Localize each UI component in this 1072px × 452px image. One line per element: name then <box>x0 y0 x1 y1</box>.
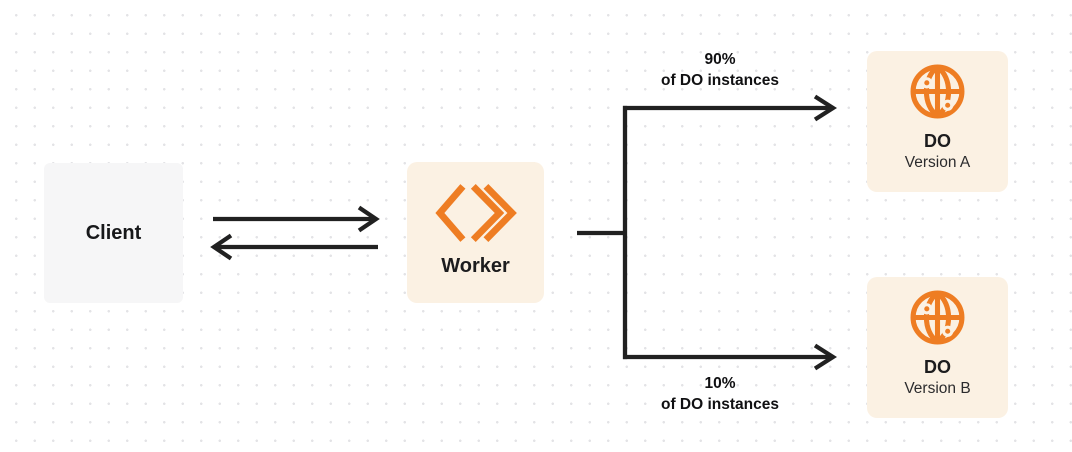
split-bottom-caption: of DO instances <box>661 396 779 413</box>
split-top-percent: 90% <box>704 51 736 68</box>
do-version-a-title: DO <box>924 131 951 151</box>
client-node: Client <box>44 163 183 303</box>
do-version-a-node: DO Version A <box>867 51 1008 192</box>
do-version-b-subtitle: Version B <box>904 380 971 397</box>
worker-label: Worker <box>441 255 510 277</box>
arrow-client-to-worker <box>213 205 380 233</box>
split-top-label: 90% of DO instances <box>615 49 825 91</box>
split-connector <box>577 105 628 360</box>
globe-icon <box>909 289 966 346</box>
do-version-a-subtitle: Version A <box>904 154 971 171</box>
split-bottom-label: 10% of DO instances <box>615 373 825 415</box>
arrow-to-do-version-a <box>623 94 837 122</box>
arrow-to-do-version-b <box>623 343 837 371</box>
workers-icon <box>434 183 518 243</box>
arrow-worker-to-client <box>210 233 378 261</box>
do-version-b-node: DO Version B <box>867 277 1008 418</box>
globe-icon <box>909 63 966 120</box>
split-bottom-percent: 10% <box>704 375 736 392</box>
client-label: Client <box>85 221 142 244</box>
worker-node: Worker <box>407 162 544 303</box>
split-top-caption: of DO instances <box>661 72 779 89</box>
do-version-b-title: DO <box>924 357 951 377</box>
